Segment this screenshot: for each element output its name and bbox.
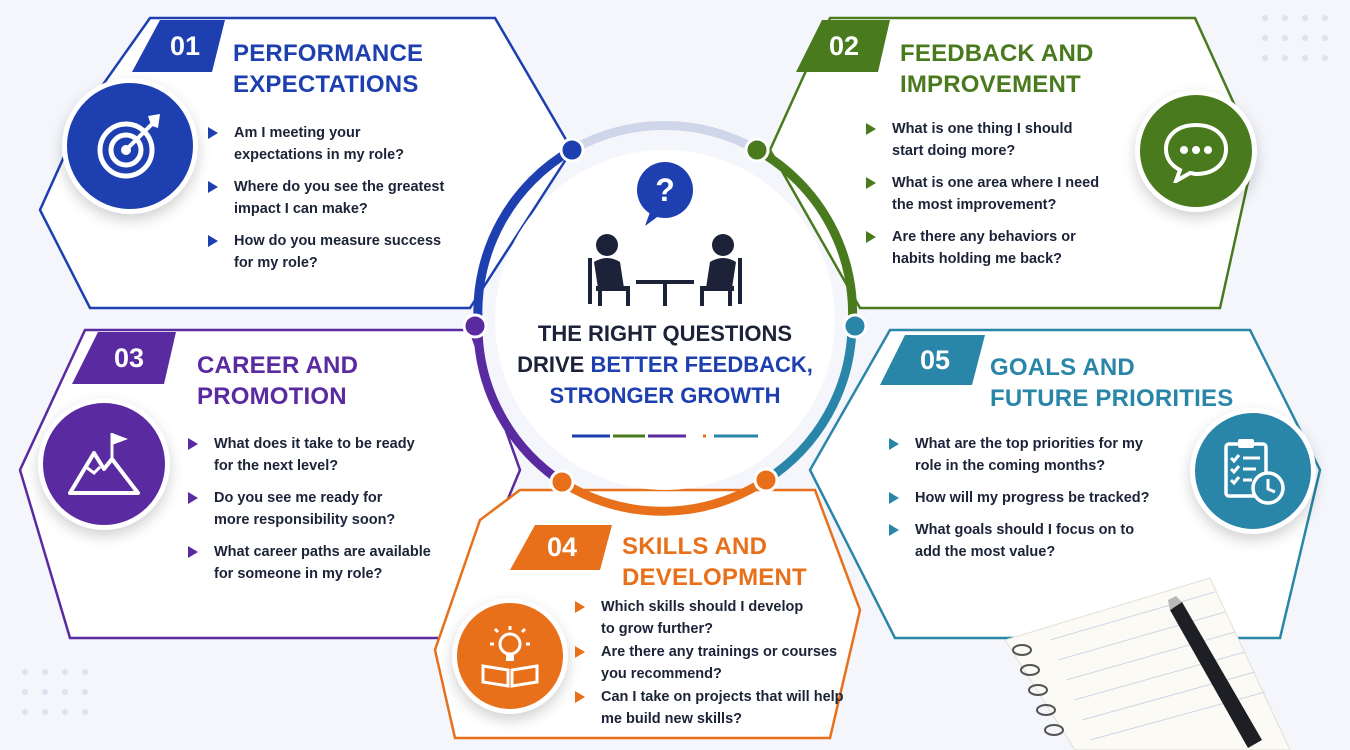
section-04-title-line1: SKILLS AND — [622, 533, 768, 560]
center-title-line3: STRONGER GROWTH — [549, 383, 781, 408]
chat-bubble-icon — [1135, 90, 1257, 212]
center-circle — [495, 150, 835, 490]
target-icon-graphic — [97, 114, 160, 179]
section-02-title: FEEDBACK AND IMPROVEMENT — [900, 38, 1094, 100]
section-01-title-line1: PERFORMANCE — [233, 40, 424, 67]
clipboard-clock-icon-graphic — [1224, 439, 1285, 505]
section-01-questions: Am I meeting your expectations in my rol… — [208, 122, 498, 284]
target-icon — [62, 78, 198, 214]
meeting-icon — [588, 234, 742, 306]
section-05-title-line1: GOALS AND — [990, 354, 1135, 381]
section-03-title: CAREER AND PROMOTION — [197, 350, 358, 412]
list-item: What is one area where I need the most i… — [866, 172, 1136, 216]
section-05-title: GOALS AND FUTURE PRIORITIES — [990, 352, 1233, 414]
section-01-title-line2: EXPECTATIONS — [233, 71, 419, 98]
section-05-number: 05 — [919, 344, 951, 375]
lightbulb-book-icon-graphic — [481, 626, 539, 688]
mountain-flag-icon — [38, 398, 170, 530]
list-item: What goals should I focus on to add the … — [889, 519, 1189, 563]
list-item: How will my progress be tracked? — [889, 487, 1189, 509]
badge-01-shape — [132, 20, 225, 72]
section-02-title-line1: FEEDBACK AND — [900, 40, 1094, 67]
section-02-questions: What is one thing I should start doing m… — [866, 118, 1136, 280]
section-04-title-line2: DEVELOPMENT — [622, 564, 807, 591]
center-title-line1: THE RIGHT QUESTIONS — [537, 321, 793, 346]
chat-bubble-icon-graphic — [1163, 122, 1229, 183]
connector-dot-blue — [559, 137, 585, 163]
section-02-number: 02 — [828, 30, 860, 61]
list-item: Do you see me ready for more responsibil… — [188, 487, 478, 531]
section-04-title: SKILLS AND DEVELOPMENT — [622, 531, 807, 593]
list-item: How do you measure success for my role? — [208, 230, 498, 274]
question-mark-glyph: ? — [655, 172, 675, 208]
list-item: What career paths are available for some… — [188, 541, 478, 585]
section-03-title-line2: PROMOTION — [197, 383, 347, 410]
arc-orange — [559, 476, 769, 516]
dot-pattern — [22, 15, 1328, 715]
list-item: Are there any behaviors or habits holdin… — [866, 226, 1136, 270]
arc-blue — [473, 146, 575, 321]
center-title-line2-blue: BETTER FEEDBACK, — [590, 352, 813, 377]
arc-blue-top — [569, 121, 760, 154]
section-01-title: PERFORMANCE EXPECTATIONS — [233, 38, 423, 100]
arc-purple — [473, 327, 565, 486]
connector-dot-green — [744, 137, 770, 163]
section-04-number: 04 — [546, 532, 578, 562]
list-item: Where do you see the greatest impact I c… — [208, 176, 498, 220]
panel-02-outline — [768, 16, 1257, 310]
badge-03-shape — [72, 332, 176, 384]
question-bubble-icon — [637, 162, 693, 226]
lightbulb-book-icon — [452, 598, 568, 714]
list-item: Can I take on projects that will help me… — [575, 686, 865, 730]
list-item: What is one thing I should start doing m… — [866, 118, 1136, 162]
connector-dot-orange-left — [549, 469, 575, 495]
section-03-questions: What does it take to be ready for the ne… — [188, 433, 478, 595]
connector-dot-teal — [842, 313, 868, 339]
connector-dot-orange-right — [753, 467, 779, 493]
clipboard-clock-icon — [1190, 408, 1316, 534]
list-item: What are the top priorities for my role … — [889, 433, 1189, 477]
arc-green — [754, 146, 858, 329]
list-item: Which skills should I develop to grow fu… — [575, 596, 865, 640]
notebook-illustration — [1004, 577, 1291, 750]
section-03-title-line1: CAREER AND — [197, 352, 359, 379]
center-title-line2: DRIVE BETTER FEEDBACK, — [500, 349, 830, 380]
panel-05-outline — [808, 328, 1322, 640]
center-title: THE RIGHT QUESTIONS DRIVE BETTER FEEDBAC… — [500, 318, 830, 411]
badge-04-shape — [510, 525, 612, 570]
badge-02-shape — [796, 20, 890, 72]
arc-teal — [763, 327, 857, 484]
section-05-title-line2: FUTURE PRIORITIES — [990, 385, 1234, 412]
section-02-title-line2: IMPROVEMENT — [900, 71, 1081, 98]
section-01-number: 01 — [169, 30, 201, 61]
list-item: Are there any trainings or courses you r… — [575, 641, 865, 685]
list-item: Am I meeting your expectations in my rol… — [208, 122, 498, 166]
section-04-questions: Which skills should I develop to grow fu… — [575, 596, 865, 730]
section-03-number: 03 — [113, 342, 145, 373]
center-title-line2-dark: DRIVE — [517, 352, 585, 377]
section-05-questions: What are the top priorities for my role … — [889, 433, 1189, 573]
connector-dot-purple — [462, 313, 488, 339]
mountain-flag-icon-graphic — [68, 433, 140, 495]
badge-05-shape — [880, 335, 985, 385]
list-item: What does it take to be ready for the ne… — [188, 433, 478, 477]
